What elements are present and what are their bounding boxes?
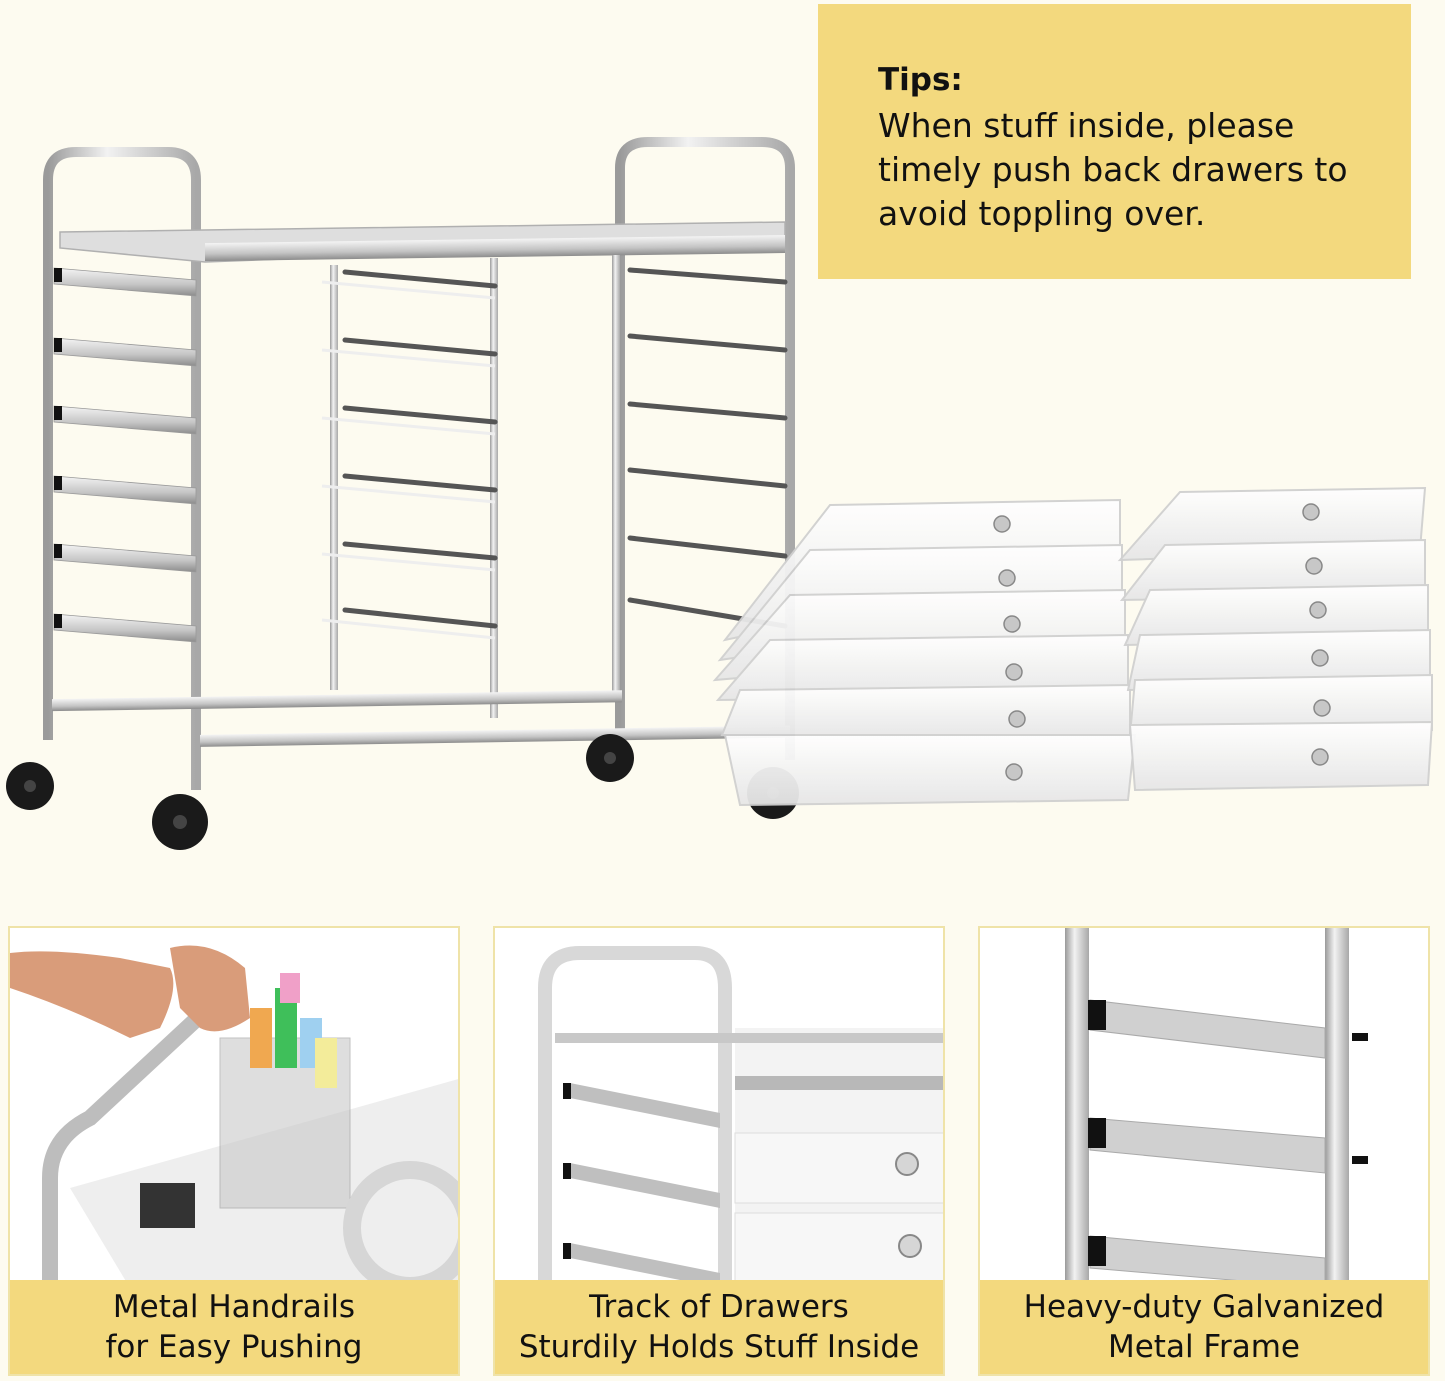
metal-frame-photo-icon	[980, 928, 1428, 1288]
cart-illustration	[0, 130, 1445, 850]
handrail-photo-icon	[10, 928, 458, 1288]
feature-panel-metal-frame: Heavy-duty Galvanized Metal Frame	[978, 926, 1430, 1376]
feature-caption: Heavy-duty Galvanized Metal Frame	[980, 1280, 1428, 1374]
feature-caption: Metal Handrails for Easy Pushing	[10, 1280, 458, 1374]
feature-caption: Track of Drawers Sturdily Holds Stuff In…	[495, 1280, 943, 1374]
tips-box: Tips: When stuff inside, please timely p…	[818, 4, 1411, 279]
feature-panel-handrails: Metal Handrails for Easy Pushing	[8, 926, 460, 1376]
tips-title: Tips:	[878, 62, 963, 98]
cart-icon	[6, 137, 1434, 850]
drawer-track-photo-icon	[495, 928, 943, 1288]
tips-body: When stuff inside, please timely push ba…	[878, 106, 1348, 233]
feature-panel-drawer-track: Track of Drawers Sturdily Holds Stuff In…	[493, 926, 945, 1376]
